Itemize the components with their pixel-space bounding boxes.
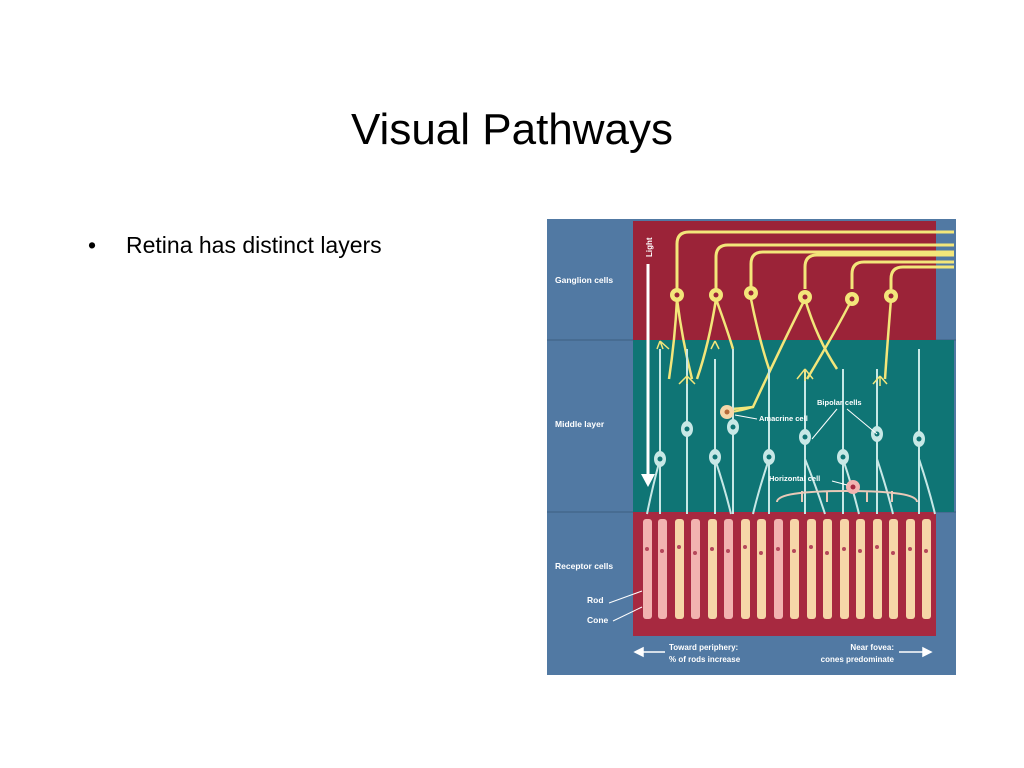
- bullet-marker: •: [88, 232, 97, 258]
- fovea-label-line2: cones predominate: [821, 655, 895, 664]
- amacrine-cell: [720, 405, 754, 419]
- horizontal-cell: [776, 480, 918, 503]
- ganglion-dendrites: [667, 298, 893, 411]
- rod-label: Rod: [587, 595, 604, 605]
- light-label: Light: [645, 237, 654, 257]
- middle-layer-label: Middle layer: [555, 419, 605, 429]
- fovea-label-line1: Near fovea:: [850, 643, 894, 652]
- label-leader-lines: [608, 408, 878, 622]
- middle-layer-band: [633, 340, 954, 512]
- bipolar-cells-label: Bipolar cells: [817, 398, 862, 407]
- periphery-label-line2: % of rods increase: [669, 655, 741, 664]
- slide-title: Visual Pathways: [350, 105, 674, 154]
- synaptic-terminals: [656, 340, 888, 386]
- amacrine-cell-label: Amacrine cell: [759, 414, 808, 423]
- cone-label: Cone: [587, 615, 609, 625]
- retina-layers-diagram: Ganglion cells Middle layer Receptor cel…: [547, 219, 956, 675]
- bottom-arrows: [633, 646, 933, 658]
- light-arrow: [641, 264, 655, 487]
- ganglion-cell-bodies: [670, 286, 898, 306]
- ganglion-layer-band: [633, 221, 936, 340]
- horizontal-cell-label: Horizontal cell: [769, 474, 820, 483]
- ganglion-cells-label: Ganglion cells: [555, 275, 613, 285]
- receptor-cells-label: Receptor cells: [555, 561, 613, 571]
- bullet-item: • Retina has distinct layers: [88, 232, 382, 259]
- receptor-nuclei: [645, 545, 928, 555]
- receptor-cells: [643, 519, 931, 619]
- bullet-text: Retina has distinct layers: [126, 232, 382, 258]
- periphery-label-line1: Toward periphery:: [669, 643, 738, 652]
- ganglion-axons: [675, 230, 954, 289]
